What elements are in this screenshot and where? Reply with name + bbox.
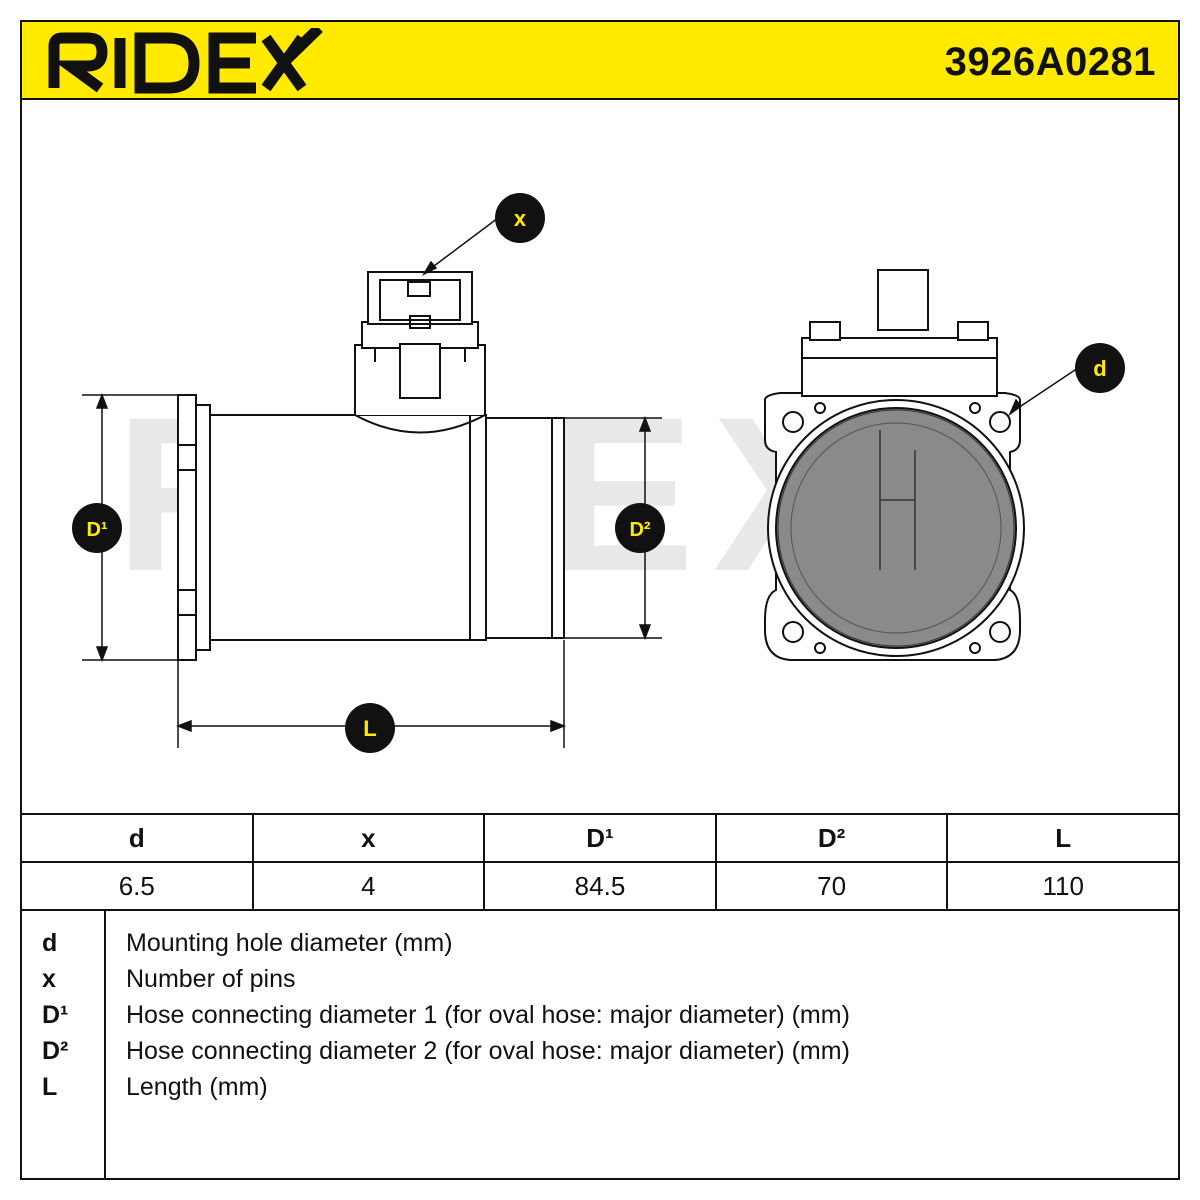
header-l: L <box>946 813 1180 863</box>
callout-d2-label: D² <box>629 519 650 541</box>
value-d: 6.5 <box>20 861 254 911</box>
legend-symbol: D² <box>42 1037 69 1065</box>
legend-row: d Mounting hole diameter (mm) <box>22 929 1178 965</box>
header-d2: D² <box>714 813 949 863</box>
legend-row: D¹ Hose connecting diameter 1 (for oval … <box>22 1001 1178 1037</box>
callout-d2: D² <box>615 503 665 553</box>
legend-description: Length (mm) <box>126 1073 268 1101</box>
legend-row: D² Hose connecting diameter 2 (for oval … <box>22 1037 1178 1073</box>
spec-table: d x D¹ D² L 6.5 4 84.5 70 110 <box>20 813 1180 911</box>
value-d1: 84.5 <box>483 861 717 911</box>
value-d2: 70 <box>714 861 949 911</box>
legend-symbol: x <box>42 965 56 993</box>
legend-description: Hose connecting diameter 1 (for oval hos… <box>126 1001 850 1029</box>
leader-x <box>422 217 499 276</box>
legend-divider <box>104 909 106 1178</box>
header-bar: 3926A0281 <box>20 20 1180 100</box>
callout-l: L <box>345 703 395 753</box>
callout-d1: D¹ <box>72 503 122 553</box>
legend: d Mounting hole diameter (mm) x Number o… <box>20 909 1180 1180</box>
header-x: x <box>251 813 486 863</box>
value-x: 4 <box>251 861 486 911</box>
legend-description: Number of pins <box>126 965 296 993</box>
leader-d <box>1008 367 1079 417</box>
front-view <box>764 269 1025 661</box>
spec-table-header-row: d x D¹ D² L <box>20 813 1180 863</box>
value-l: 110 <box>946 861 1180 911</box>
legend-row: L Length (mm) <box>22 1073 1178 1109</box>
legend-symbol: d <box>42 929 58 957</box>
legend-description: Hose connecting diameter 2 (for oval hos… <box>126 1037 850 1065</box>
callout-d: d <box>1075 343 1125 393</box>
spec-table-value-row: 6.5 4 84.5 70 110 <box>20 861 1180 911</box>
legend-description: Mounting hole diameter (mm) <box>126 929 453 957</box>
callout-x: x <box>495 193 545 243</box>
callout-l-label: L <box>363 716 376 741</box>
header-d: d <box>20 813 254 863</box>
callout-d1-label: D¹ <box>86 519 107 541</box>
legend-symbol: D¹ <box>42 1001 69 1029</box>
legend-symbol: L <box>42 1073 58 1101</box>
callout-d-label: d <box>1093 356 1106 381</box>
technical-drawing: RIDEX <box>72 193 1125 753</box>
header-d1: D¹ <box>483 813 717 863</box>
ridex-logo <box>48 28 323 94</box>
side-view <box>177 271 565 661</box>
callout-x-label: x <box>514 206 527 231</box>
part-number: 3926A0281 <box>944 40 1156 84</box>
legend-row: x Number of pins <box>22 965 1178 1001</box>
